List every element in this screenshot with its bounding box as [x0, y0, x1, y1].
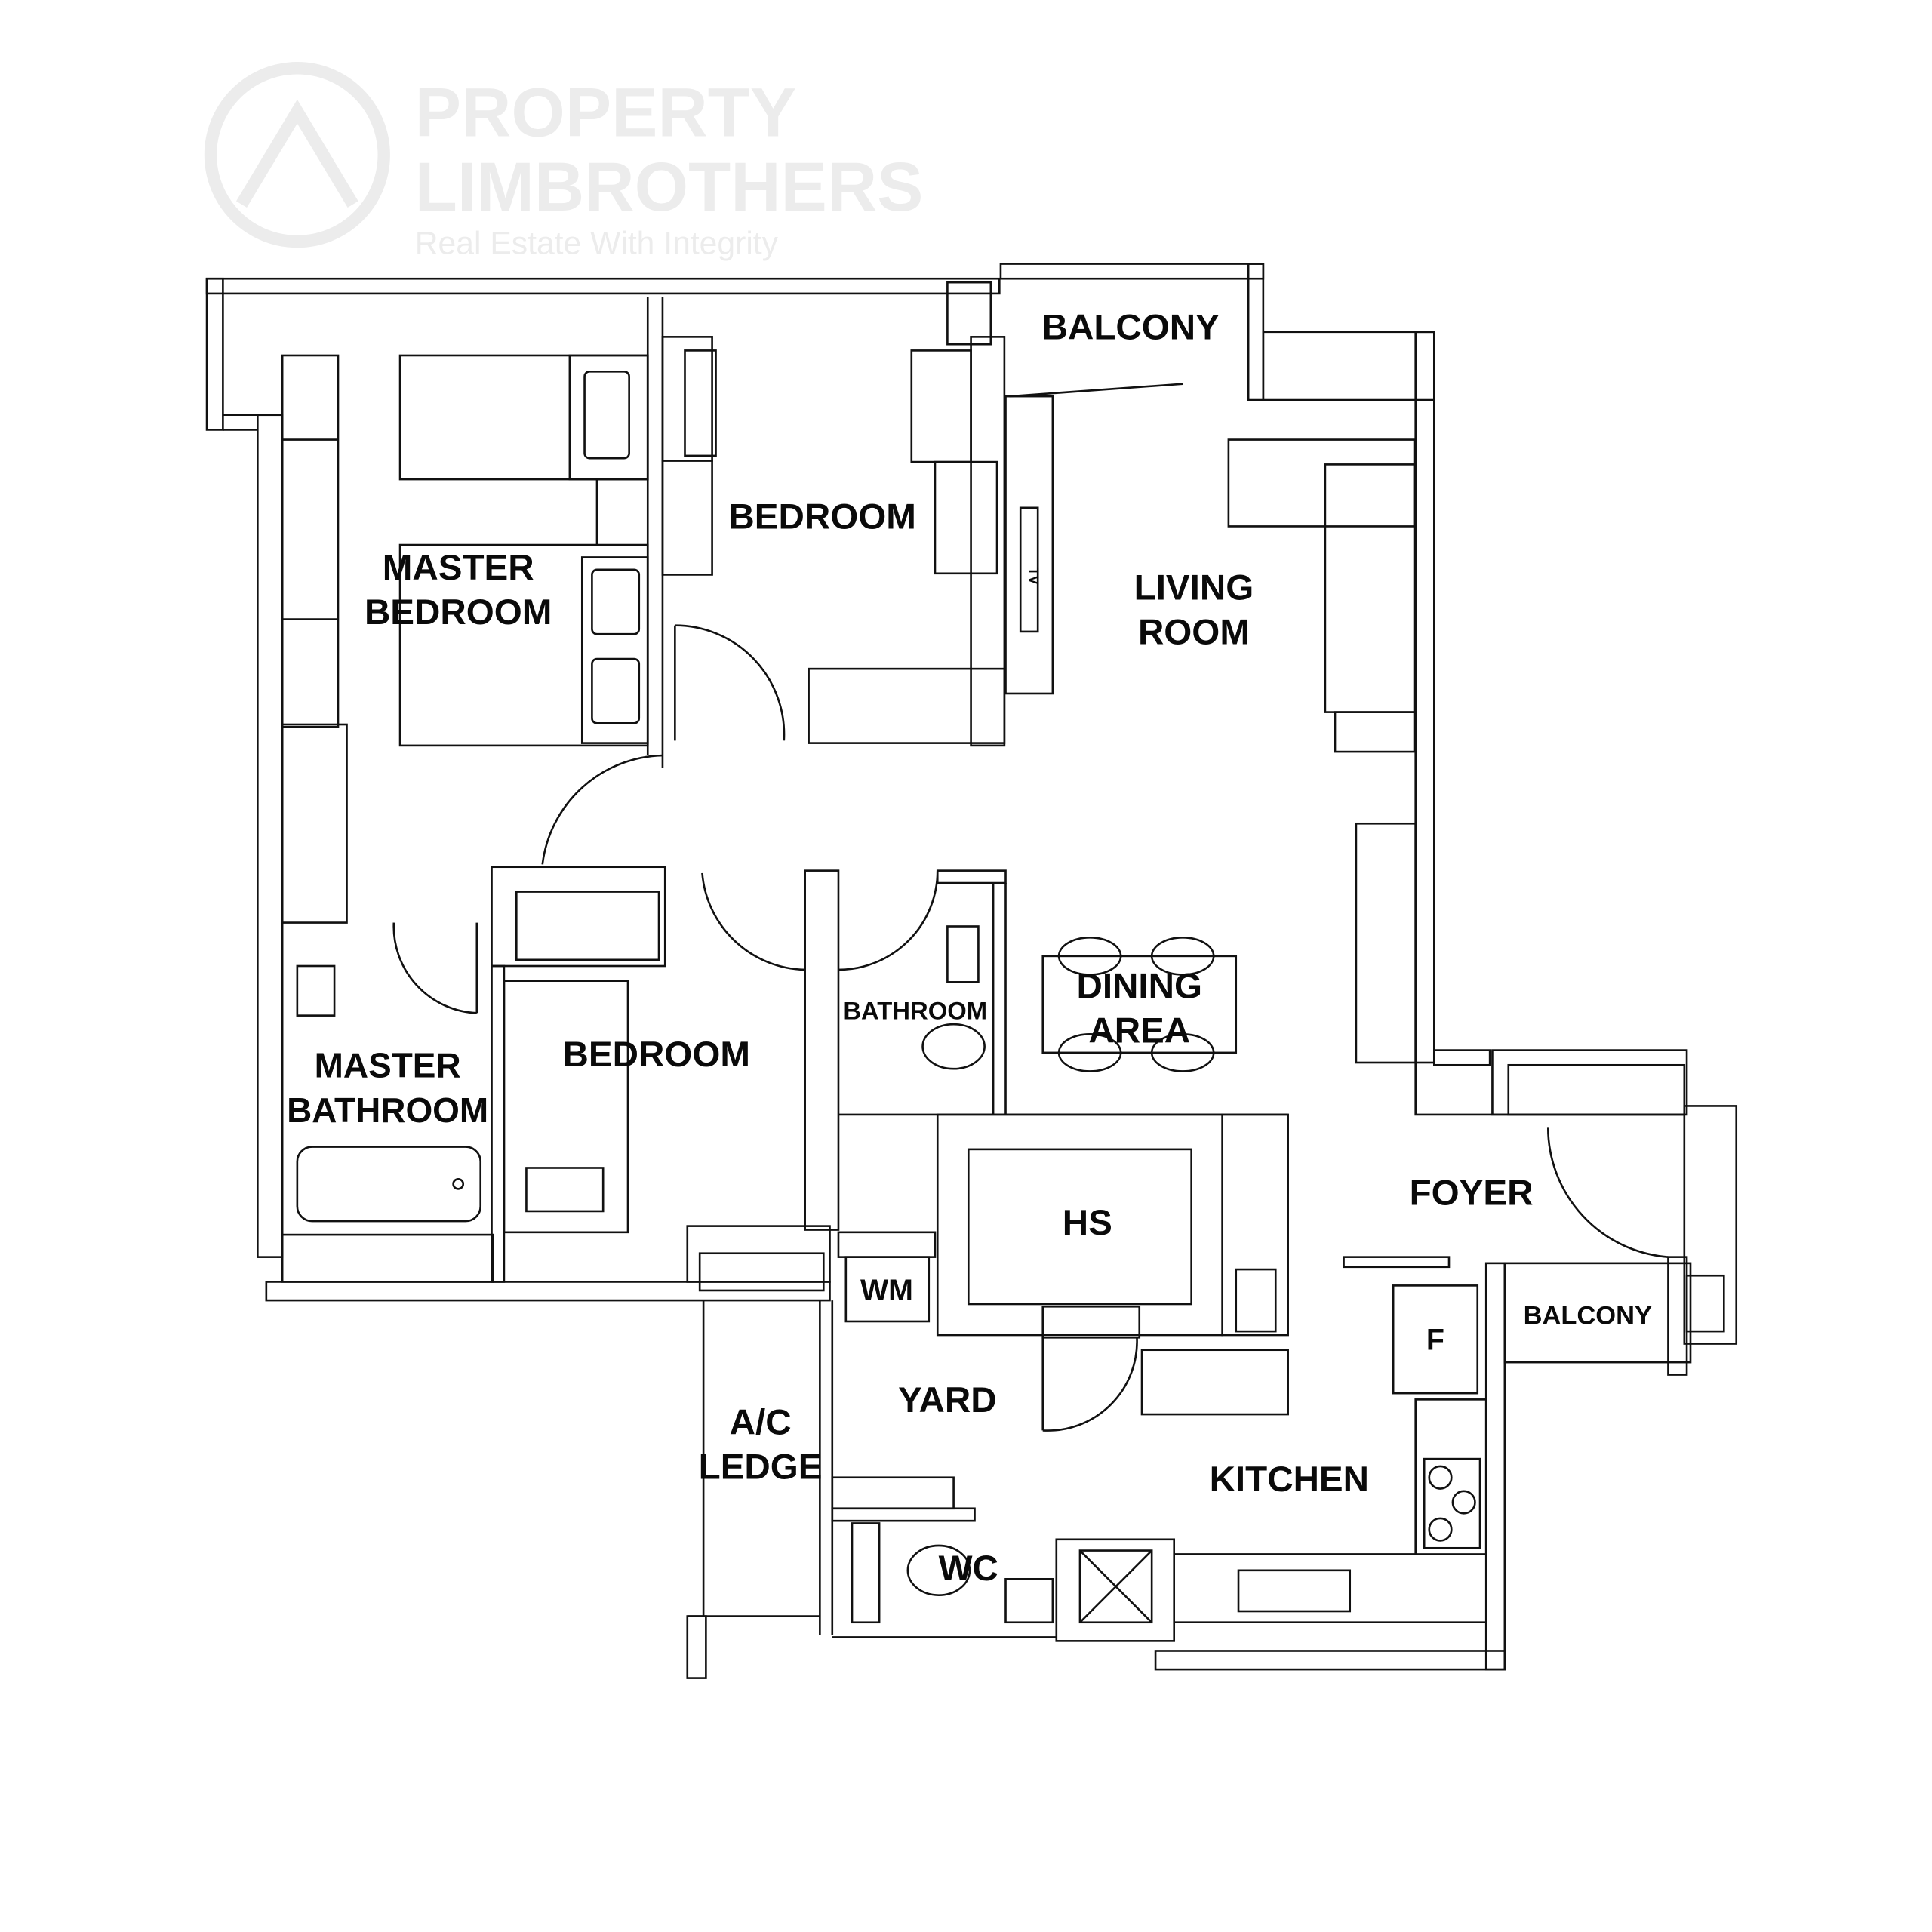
- label-dining-1: DINING: [1076, 967, 1202, 1007]
- label-kitchen: KITCHEN: [1210, 1460, 1369, 1500]
- label-master-bathroom-2: BATHROOM: [287, 1091, 488, 1130]
- label-yard: YARD: [898, 1380, 996, 1420]
- label-wc: WC: [939, 1549, 998, 1589]
- watermark: PROPERTY LIMBROTHERS Real Estate With In…: [204, 62, 924, 261]
- label-master-bathroom-1: MASTER: [315, 1046, 461, 1085]
- label-bathroom: BATHROOM: [843, 997, 987, 1025]
- label-dining-2: AREA: [1088, 1011, 1190, 1051]
- watermark-brand-line1: PROPERTY: [415, 75, 796, 152]
- label-living-room-1: LIVING: [1134, 568, 1254, 608]
- label-fridge: F: [1426, 1324, 1444, 1357]
- label-hs: HS: [1063, 1203, 1112, 1243]
- label-bedroom-top: BEDROOM: [728, 497, 915, 537]
- label-ac-ledge-2: LEDGE: [699, 1447, 823, 1487]
- label-wm: WM: [860, 1274, 913, 1307]
- label-bedroom-lower: BEDROOM: [563, 1035, 750, 1075]
- watermark-logo-roof-icon: [235, 99, 358, 208]
- label-balcony-right: BALCONY: [1524, 1301, 1652, 1330]
- label-master-bedroom-1: MASTER: [383, 548, 534, 588]
- room-labels: BALCONY BEDROOM MASTER BEDROOM LIVING RO…: [287, 308, 1652, 1589]
- label-master-bedroom-2: BEDROOM: [365, 592, 552, 632]
- label-living-room-2: ROOM: [1138, 612, 1250, 652]
- walls: [205, 263, 1738, 1679]
- watermark-brand-line2: LIMBROTHERS: [415, 149, 924, 226]
- label-ac-ledge-1: A/C: [730, 1402, 792, 1442]
- watermark-tagline: Real Estate With Integrity: [415, 225, 779, 261]
- watermark-logo-icon: [204, 62, 390, 248]
- label-balcony-top: BALCONY: [1042, 308, 1220, 348]
- label-foyer: FOYER: [1410, 1174, 1534, 1214]
- label-tv: TV: [1026, 568, 1041, 585]
